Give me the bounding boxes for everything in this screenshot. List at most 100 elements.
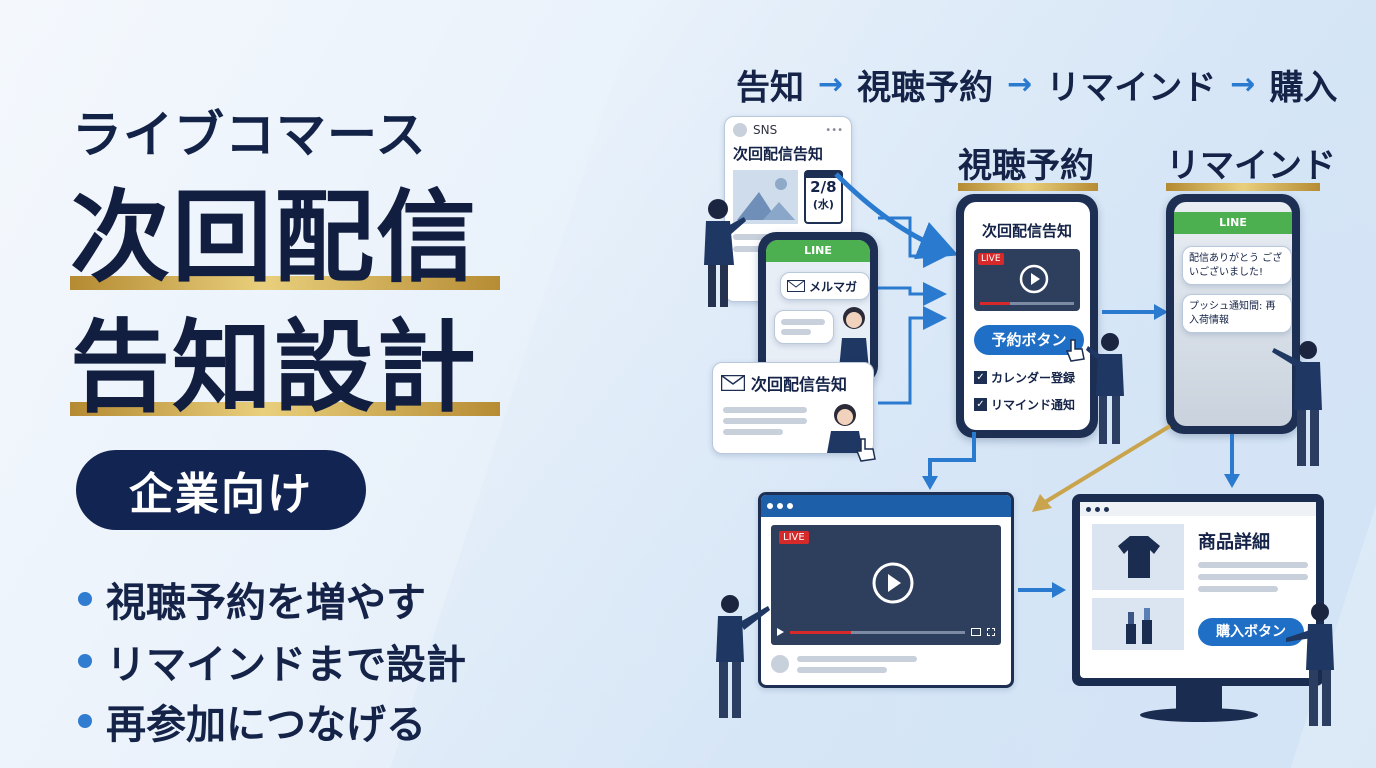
man-figure [1086, 333, 1124, 444]
avatar [733, 123, 747, 137]
man-figure [1286, 603, 1334, 726]
arrow-down-icon [1224, 434, 1240, 488]
bullet-text: リマインドまで設計 [106, 642, 466, 688]
browser-titlebar [761, 495, 1011, 517]
flow-arrows-to-reserve [834, 172, 959, 405]
purchase-button[interactable]: 購入ボタン [1198, 618, 1304, 646]
arrow-right-icon [1018, 582, 1066, 598]
chat-bubble [774, 310, 834, 344]
text-line [1198, 562, 1308, 568]
player-controls [777, 627, 995, 637]
email-announcement-card: 次回配信告知 [712, 362, 876, 462]
subtitle-icon[interactable] [971, 628, 981, 636]
checklist-label: カレンダー登録 [991, 371, 1076, 385]
play-icon[interactable] [1018, 263, 1050, 295]
checklist-label: リマインド通知 [991, 398, 1076, 412]
play-icon[interactable] [871, 561, 915, 605]
subtitle: ライブコマース [72, 106, 427, 164]
checkbox-checked-icon: ✓ [974, 371, 987, 384]
text-line [723, 429, 783, 435]
reservation-title: 次回配信告知 [981, 222, 1072, 240]
bullet-text: 視聴予約を増やす [106, 580, 426, 626]
title-line-1: 次回配信 [70, 179, 478, 296]
flow-step: 視聴予約 [857, 68, 994, 108]
text-line [723, 407, 807, 413]
live-badge: LIVE [779, 531, 809, 544]
message-bubble: プッシュ通知間: 再入荷情報 [1182, 294, 1292, 333]
monitor-base [1140, 708, 1258, 722]
live-stream-browser: LIVE [758, 492, 1014, 688]
text-line [1198, 574, 1308, 580]
lipstick-icon [1126, 608, 1152, 644]
arrow-right-icon: → [1007, 67, 1033, 102]
gold-underline [958, 183, 1098, 191]
product-detail-title: 商品詳細 [1198, 532, 1270, 553]
live-badge: LIVE [978, 253, 1004, 265]
email-title: 次回配信告知 [751, 375, 848, 394]
product-image[interactable] [1092, 598, 1184, 650]
presenter-woman-figure [704, 199, 746, 307]
pointer-hand-icon [855, 438, 876, 462]
calendar-date: 2/8 [810, 178, 837, 196]
line-header: LINE [766, 240, 870, 262]
message-bubble: 配信ありがとう ございございました! [1182, 246, 1292, 285]
image-placeholder-icon [733, 170, 798, 224]
bullet-dot-icon [78, 714, 92, 728]
bullet-dot-icon [78, 654, 92, 668]
checklist-item: ✓ リマインド通知 [974, 396, 1080, 413]
text-line [733, 246, 773, 252]
bullet-item: リマインドまで設計 [78, 632, 466, 690]
mail-magazine-bubble: メルマガ [780, 272, 870, 300]
flow-step: 告知 [736, 68, 804, 108]
reserve-button[interactable]: 予約ボタン [974, 325, 1084, 355]
product-image[interactable] [1092, 524, 1184, 590]
calendar-weekday: (水) [812, 198, 834, 211]
arrow-down-left [922, 432, 976, 490]
woman-avatar-icon [827, 404, 863, 453]
text-line [723, 418, 807, 424]
flow-step: リマインド [1046, 68, 1217, 108]
play-small-icon[interactable] [777, 628, 784, 636]
section-label-text: 視聴予約 [958, 146, 1094, 186]
mail-magazine-label: メルマガ [809, 279, 858, 294]
pointer-hand-icon [1065, 339, 1085, 362]
checkbox-checked-icon: ✓ [974, 398, 987, 411]
section-label-text: リマインド [1166, 146, 1336, 186]
man-figure [1272, 341, 1322, 466]
reservation-phone: 次回配信告知 LIVE 予約ボタン ✓ カレンダー登録 ✓ リマインド通知 [956, 194, 1098, 438]
flow-header: 告知 → 視聴予約 → リマインド → 購入 [736, 60, 1337, 109]
arrow-right-icon [1102, 304, 1168, 320]
sns-title: 次回配信告知 [733, 145, 824, 163]
bullet-text: 再参加につなげる [106, 702, 426, 748]
flow-step: 購入 [1269, 68, 1338, 108]
man-figure [716, 595, 770, 718]
bullet-item: 再参加につなげる [78, 692, 426, 750]
bullet-item: 視聴予約を増やす [78, 570, 426, 628]
gold-underline-1 [70, 276, 500, 290]
section-label-remind: リマインド [1166, 138, 1336, 191]
product-monitor: 商品詳細 購入ボタン [1072, 494, 1324, 686]
envelope-icon [787, 280, 805, 292]
monitor-stand [1176, 686, 1222, 710]
tshirt-icon [1118, 536, 1160, 578]
progress-bar[interactable] [790, 630, 965, 634]
calendar-icon: 2/8 (水) [803, 170, 843, 224]
bullet-dot-icon [78, 592, 92, 606]
live-video-player[interactable]: LIVE [771, 525, 1001, 645]
checklist-item: ✓ カレンダー登録 [974, 369, 1080, 386]
arrow-right-icon: → [1230, 67, 1256, 102]
avatar [771, 655, 789, 673]
title-line-2: 告知設計 [70, 309, 478, 426]
gold-underline [1166, 183, 1320, 191]
browser-titlebar [1080, 502, 1316, 516]
audience-badge: 企業向け [76, 450, 366, 530]
arrow-right-icon: → [818, 67, 844, 102]
fullscreen-icon[interactable] [987, 628, 995, 636]
video-preview: LIVE [974, 249, 1080, 311]
sns-post-card: SNS ••• 次回配信告知 2/8 (水) [724, 116, 852, 302]
more-icon: ••• [825, 124, 843, 136]
line-phone: LINE メルマガ [758, 232, 878, 384]
envelope-icon [721, 375, 745, 391]
reminder-phone: LINE 配信ありがとう ございございました! プッシュ通知間: 再入荷情報 [1166, 194, 1300, 434]
gold-underline-2 [70, 402, 500, 416]
